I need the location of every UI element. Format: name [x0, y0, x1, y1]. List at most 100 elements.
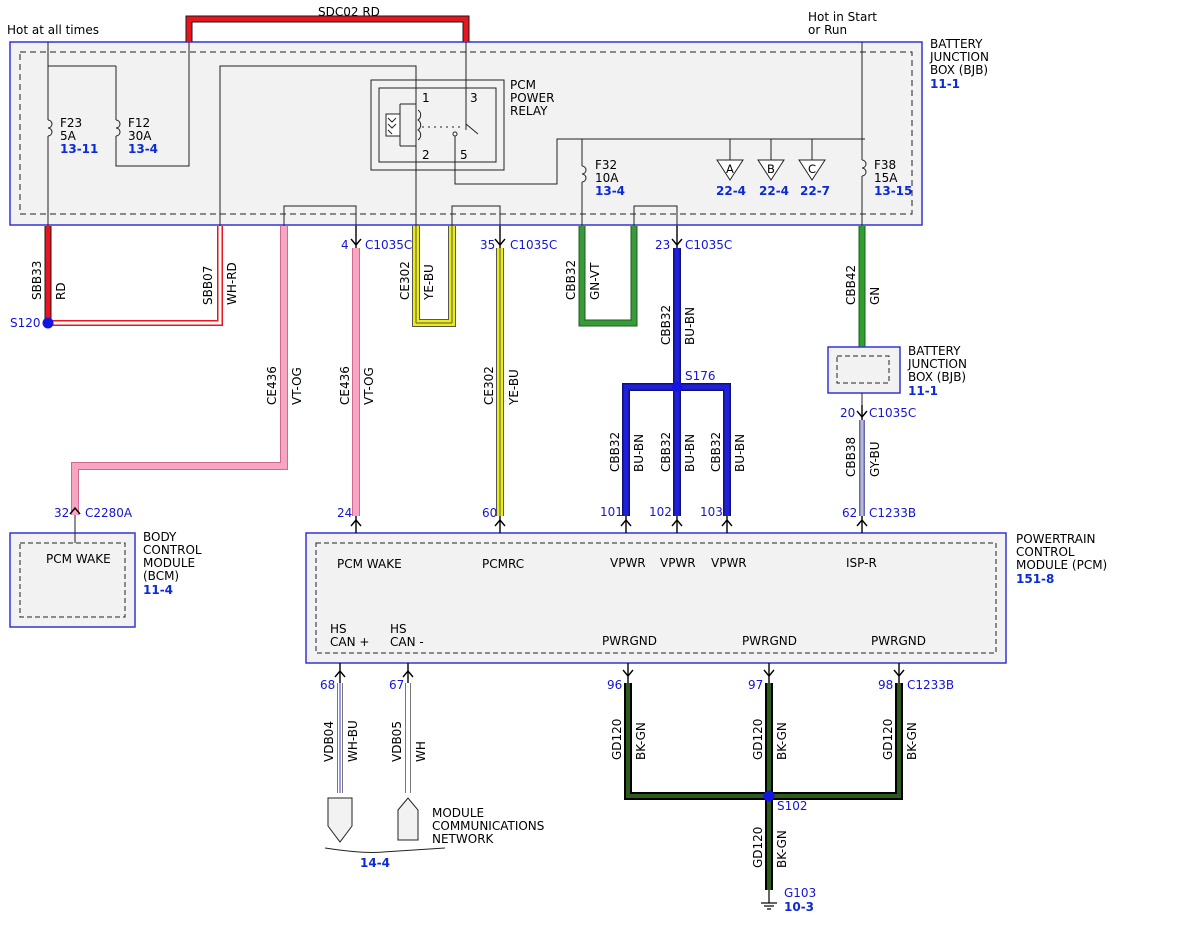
tri-letter: A	[726, 162, 734, 176]
tri-letter: C	[808, 162, 816, 176]
network-ref[interactable]: 14-4	[360, 856, 390, 870]
connector-chevrons	[69, 226, 905, 683]
pcm-label-1: POWERTRAIN	[1016, 532, 1096, 546]
wire-ce436-label-2: CE436	[338, 366, 352, 405]
pin-62: 62	[842, 506, 857, 520]
wire-cbb32-color-101: BU-BN	[632, 434, 646, 472]
relay-label-1: PCM	[510, 78, 536, 92]
wire-gd120-color-98: BK-GN	[905, 722, 919, 760]
wire-cbb32-label-main: CBB32	[659, 305, 673, 345]
wire-sbb33-color: RD	[54, 282, 68, 300]
pin-102: 102	[649, 505, 672, 519]
wire-cbb32-color-main: BU-BN	[683, 307, 697, 345]
battery-junction-box-2	[827, 346, 901, 394]
pin-24: 24	[337, 506, 352, 520]
fuse-ref[interactable]: 13-11	[60, 142, 98, 156]
relay-pin-3: 3	[470, 91, 478, 105]
sdc02-wire	[185, 15, 470, 42]
pcm-pwrgnd-98: PWRGND	[871, 634, 926, 648]
connector-c1233b-b: C1233B	[907, 678, 954, 692]
pin-101: 101	[600, 505, 623, 519]
ground-ref[interactable]: 10-3	[784, 900, 814, 914]
wire-cbb38-label: CBB38	[844, 437, 858, 477]
tri-c: C 22-7	[800, 162, 830, 198]
pcm-pwrgnd-96: PWRGND	[602, 634, 657, 648]
wire-gd120-color-97: BK-GN	[775, 722, 789, 760]
tri-ref[interactable]: 22-4	[716, 184, 746, 198]
connector-c1035c-c: C1035C	[685, 238, 732, 252]
wire-cbb32-color-103: BU-BN	[733, 434, 747, 472]
bjb-internal-wiring	[47, 42, 867, 226]
wire-vdb04-label: VDB04	[322, 721, 336, 762]
pcm-pin-pcmrc: PCMRC	[482, 557, 524, 571]
fuse-ref[interactable]: 13-15	[874, 184, 912, 198]
wire-cbb32-label-gnvt: CBB32	[564, 260, 578, 300]
wire-cbb38-color: GY-BU	[868, 441, 882, 477]
hot-in-start: Hot in Start	[808, 10, 877, 24]
tri-ref[interactable]: 22-7	[800, 184, 830, 198]
pcm-pin-isp-r: ISP-R	[846, 556, 877, 570]
wire-cbb32-label-101: CBB32	[608, 432, 622, 472]
bjb-ref[interactable]: 11-1	[930, 77, 960, 91]
pin-103: 103	[700, 505, 723, 519]
pin-32: 32	[54, 506, 69, 520]
relay-label-3: RELAY	[510, 104, 548, 118]
body-control-module	[9, 532, 136, 628]
bcm-ref[interactable]: 11-4	[143, 583, 173, 597]
pin-97: 97	[748, 678, 763, 692]
pcm-pwrgnd-97: PWRGND	[742, 634, 797, 648]
connector-c1035c-d: C1035C	[869, 406, 916, 420]
pin-23: 23	[655, 238, 670, 252]
pcm-pin-pcm-wake: PCM WAKE	[337, 557, 402, 571]
fuse-amp: 15A	[874, 171, 898, 185]
wire-sbb33-label: SBB33	[30, 261, 44, 300]
pcm-can-minus: CAN -	[390, 635, 424, 649]
bcm-label-2: CONTROL	[143, 543, 202, 557]
wire-sbb07-label: SBB07	[201, 266, 215, 305]
relay-label-2: POWER	[510, 91, 554, 105]
fuse-ref[interactable]: 13-4	[595, 184, 625, 198]
wire-labels: SBB33 RD SBB07 WH-RD CE436 VT-OG CE436 V…	[30, 260, 919, 868]
bjb2-ref[interactable]: 11-1	[908, 384, 938, 398]
wire-cbb42-color: GN	[868, 287, 882, 305]
wire-vdb05-color: WH	[414, 741, 428, 762]
pcm-pin-vpwr-101: VPWR	[610, 556, 646, 570]
wire-gd120-label-97: GD120	[751, 719, 765, 760]
network-label-1: MODULE	[432, 806, 484, 820]
bcm-label-1: BODY	[143, 530, 177, 544]
splice-s102-dot	[763, 790, 775, 802]
fuse-amp: 5A	[60, 129, 77, 143]
wire-ce302-color-1: YE-BU	[422, 264, 436, 301]
pin-68: 68	[320, 678, 335, 692]
hot-at-all-times: Hot at all times	[7, 23, 99, 37]
pin-4: 4	[341, 238, 349, 252]
pcm-hs-2: HS	[390, 622, 407, 636]
relay-pin-5: 5	[460, 148, 468, 162]
fuse-name: F23	[60, 116, 82, 130]
splice-s176-dot	[671, 381, 683, 393]
tri-ref[interactable]: 22-4	[759, 184, 789, 198]
pcm-pin-vpwr-102: VPWR	[660, 556, 696, 570]
fuse-name: F12	[128, 116, 150, 130]
relay-pin-1: 1	[422, 91, 430, 105]
network-label-2: COMMUNICATIONS	[432, 819, 544, 833]
splice-s120: S120	[10, 316, 41, 330]
bcm-pcm-wake: PCM WAKE	[46, 552, 111, 566]
bjb-label-1: BATTERY	[930, 37, 983, 51]
wire-gd120-color-ground: BK-GN	[775, 830, 789, 868]
bcm-label-4: (BCM)	[143, 569, 179, 583]
wire-cbb32-label-102: CBB32	[659, 432, 673, 472]
wire-cbb32-color-102: BU-BN	[683, 434, 697, 472]
pcm-ref[interactable]: 151-8	[1016, 572, 1054, 586]
pin-60: 60	[482, 506, 497, 520]
pcm-hs-1: HS	[330, 622, 347, 636]
wire-ce302-loop	[412, 226, 456, 327]
fuse-ref[interactable]: 13-4	[128, 142, 158, 156]
fuse-f12: F12 30A 13-4	[128, 116, 158, 156]
connector-c1035c-b: C1035C	[510, 238, 557, 252]
bjb2-label-2: JUNCTION	[907, 357, 967, 371]
wire-cbb32-gnvt	[578, 226, 638, 327]
wire-ce436-bcm	[71, 226, 288, 515]
tri-a: A 22-4	[716, 162, 746, 198]
